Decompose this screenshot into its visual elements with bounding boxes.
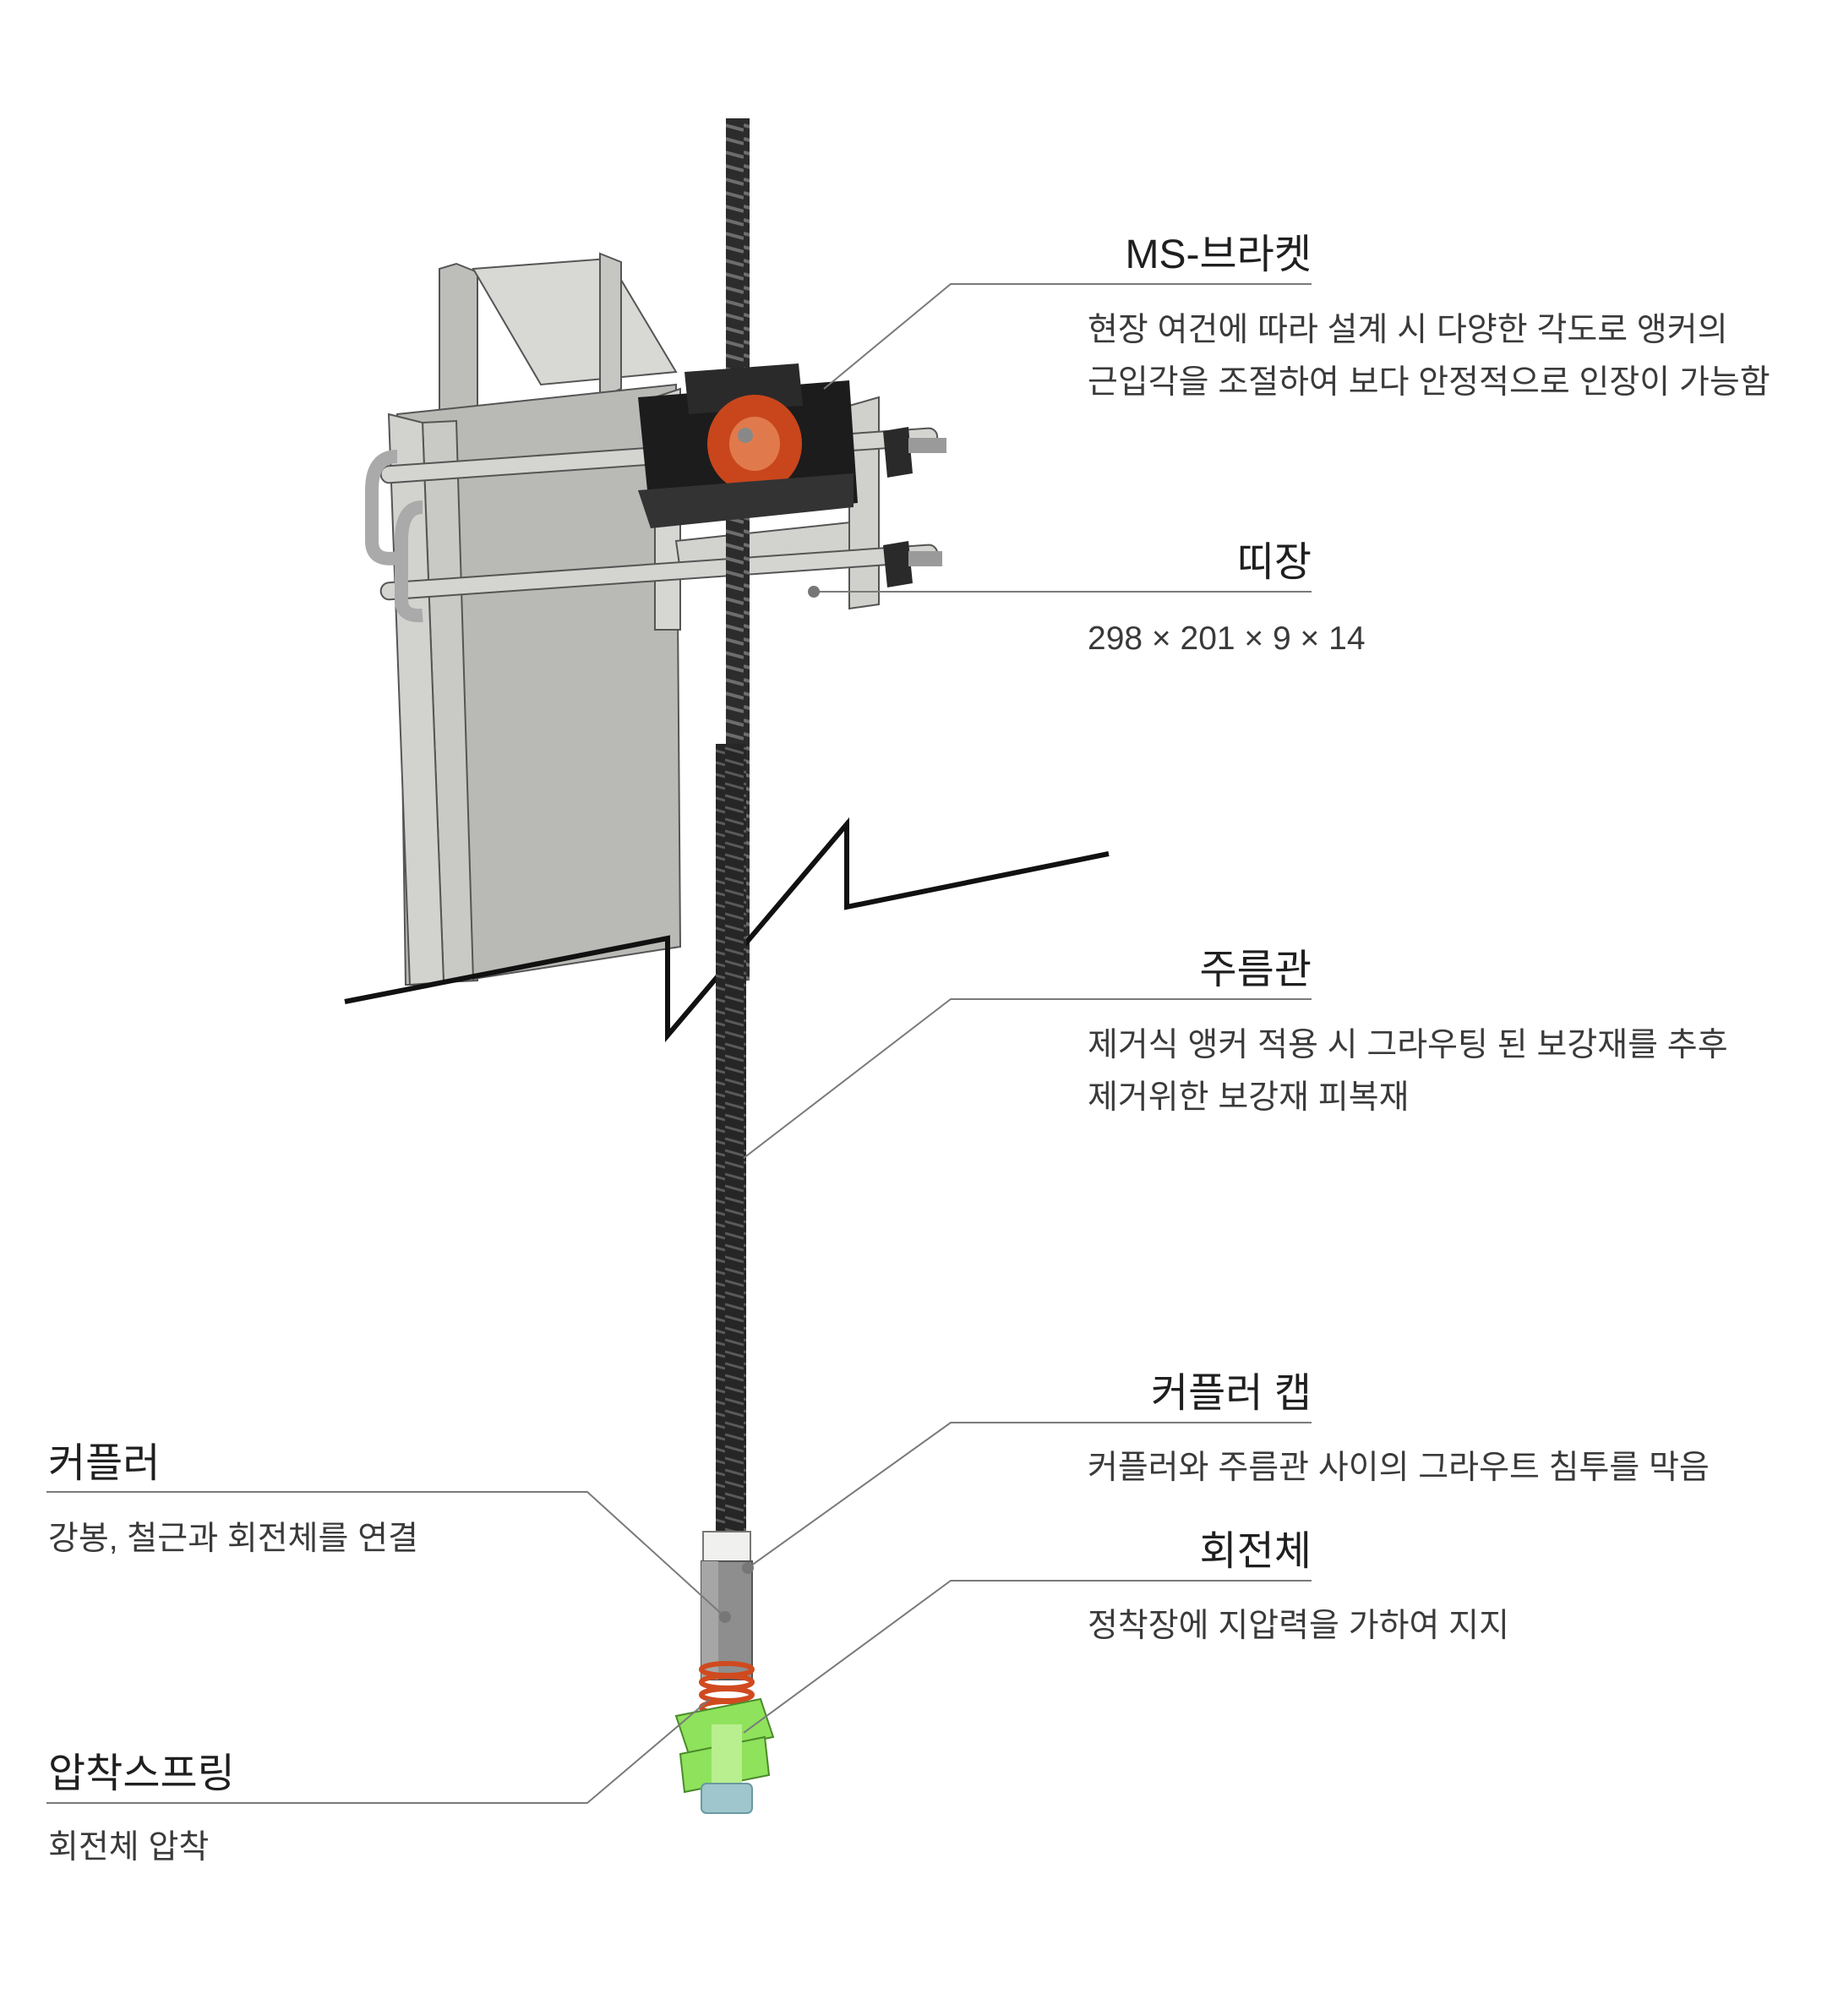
callout-rotator-desc: 정착장에 지압력을 가하여 지지 (1088, 1600, 1509, 1653)
rotator-desc: 정착장에 지압력을 가하여 지지 (1088, 1608, 1509, 1644)
anchor-tip (701, 1783, 753, 1814)
coupler-desc: 강봉, 철근과 회전체를 연결 (48, 1521, 419, 1557)
waler-spec: 298 × 201 × 9 × 14 (1088, 620, 1366, 657)
ms-bracket-desc-line1: 현장 여건에 따라 설계 시 다양한 각도로 앵커의 (1088, 312, 1728, 348)
coupler-title: 커플러 (48, 1441, 161, 1486)
callout-rotator: 회전체 (1090, 1532, 1312, 1572)
callout-ms-bracket-desc: 현장 여건에 따라 설계 시 다양한 각도로 앵커의 근입각을 조절하여 보다 … (1088, 304, 1770, 409)
callout-waler: 띠장 (1090, 543, 1312, 583)
sheath-title: 주름관 (1199, 948, 1312, 992)
coupler-cap-desc: 커플러와 주름관 사이의 그라우트 침투를 막음 (1088, 1450, 1710, 1486)
spring-desc: 회전체 압착 (48, 1829, 210, 1866)
ms-bracket-desc-line2: 근입각을 조절하여 보다 안정적으로 인장이 가능함 (1088, 364, 1770, 401)
callout-ms-bracket: MS-브라켓 (1090, 235, 1312, 276)
callout-spring: 압착스프링 (48, 1754, 235, 1795)
callout-coupler-desc: 강봉, 철근과 회전체를 연결 (48, 1513, 418, 1565)
coupler-assembly (701, 1531, 753, 1680)
callout-coupler: 커플러 (48, 1444, 160, 1484)
leader-lines (46, 283, 1312, 1804)
leader-dots (719, 586, 820, 1623)
nuts (883, 427, 946, 587)
callout-coupler-cap-desc: 커플러와 주름관 사이의 그라우트 침투를 막음 (1088, 1442, 1710, 1494)
spring-title: 압착스프링 (48, 1751, 235, 1796)
callout-waler-desc: 298 × 201 × 9 × 14 (1088, 613, 1366, 665)
corrugated-sheath (716, 744, 746, 1534)
callout-spring-desc: 회전체 압착 (48, 1822, 209, 1874)
sheath-desc-line1: 제거식 앵커 적용 시 그라우팅 된 보강재를 추후 (1088, 1027, 1728, 1063)
sheath-desc-line2: 제거위한 보강재 피복재 (1088, 1079, 1410, 1116)
coupler-cap-title: 커플러 캡 (1151, 1371, 1312, 1416)
callout-sheath: 주름관 (1090, 950, 1312, 991)
rotator-title: 회전체 (1199, 1529, 1312, 1574)
ms-bracket (638, 363, 858, 528)
waler-title: 띠장 (1236, 540, 1312, 585)
rotator-body (674, 1697, 775, 1794)
callout-coupler-cap: 커플러 캡 (1090, 1374, 1312, 1414)
break-line (344, 817, 1110, 1043)
callout-sheath-desc: 제거식 앵커 적용 시 그라우팅 된 보강재를 추후 제거위한 보강재 피복재 (1088, 1019, 1728, 1124)
ms-bracket-title: MS-브라켓 (1125, 232, 1312, 277)
